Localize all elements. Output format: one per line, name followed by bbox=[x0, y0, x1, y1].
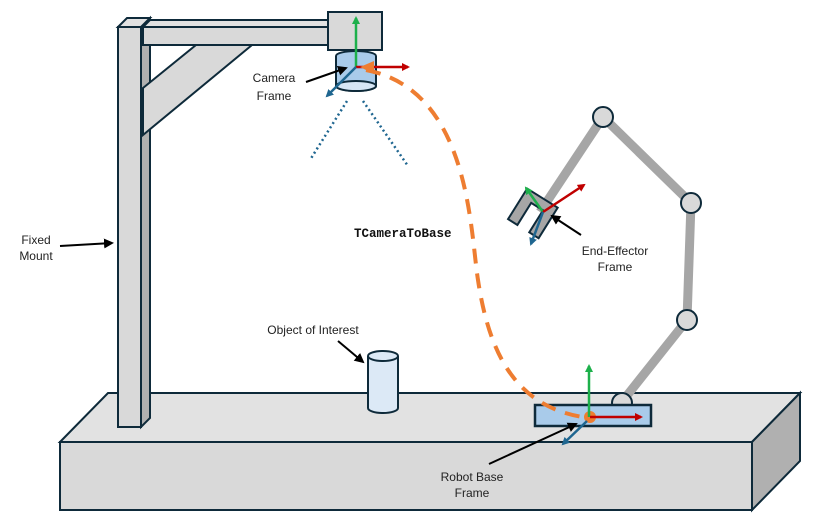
object-cylinder-top bbox=[367, 350, 399, 362]
object-pointer bbox=[337, 340, 365, 364]
ee-x-axis bbox=[542, 183, 586, 214]
end-effector-pointer bbox=[550, 214, 582, 236]
camera-frame-label-line1: Camera bbox=[253, 71, 296, 85]
brace bbox=[142, 44, 255, 138]
fixed-mount-label-line2: Mount bbox=[19, 249, 53, 263]
base-table bbox=[57, 390, 803, 513]
transform-path bbox=[365, 68, 591, 420]
end-effector-label-line2: Frame bbox=[598, 260, 633, 274]
fixed-mount-label-line1: Fixed bbox=[21, 233, 50, 247]
post-front bbox=[117, 26, 142, 428]
table-top bbox=[57, 392, 803, 443]
end-effector-frame-axes bbox=[524, 183, 586, 246]
transform-arrowhead bbox=[360, 61, 374, 74]
transform-label: TCameraToBase bbox=[354, 227, 452, 241]
robot-base-label-line2: Frame bbox=[455, 486, 490, 500]
end-effector-label-line1: End-Effector bbox=[582, 244, 648, 258]
camera-z-axis bbox=[325, 66, 357, 98]
fixed-mount bbox=[115, 15, 336, 430]
ee-z-axis bbox=[529, 211, 545, 246]
ee-y-axis bbox=[524, 186, 545, 213]
object-of-interest bbox=[367, 350, 399, 414]
joint-3 bbox=[680, 192, 702, 214]
fixed-mount-pointer bbox=[59, 238, 114, 249]
camera-fov-left bbox=[308, 100, 349, 161]
object-cylinder bbox=[367, 356, 399, 414]
beam-top bbox=[140, 19, 336, 28]
camera-frame-label-line2: Frame bbox=[257, 89, 292, 103]
post-side bbox=[140, 15, 151, 430]
joint-4 bbox=[592, 106, 614, 128]
camera-fov-right bbox=[361, 100, 410, 167]
beam-front bbox=[142, 26, 336, 46]
camera-frame-pointer bbox=[305, 65, 348, 83]
joint-2 bbox=[676, 309, 698, 331]
robot-base-label-line1: Robot Base bbox=[441, 470, 504, 484]
robot-base-pointer bbox=[488, 422, 578, 465]
object-of-interest-label: Object of Interest bbox=[267, 323, 359, 337]
base-z-axis bbox=[561, 420, 588, 446]
table-front bbox=[59, 441, 753, 511]
robot-base-frame-axes bbox=[561, 364, 643, 446]
